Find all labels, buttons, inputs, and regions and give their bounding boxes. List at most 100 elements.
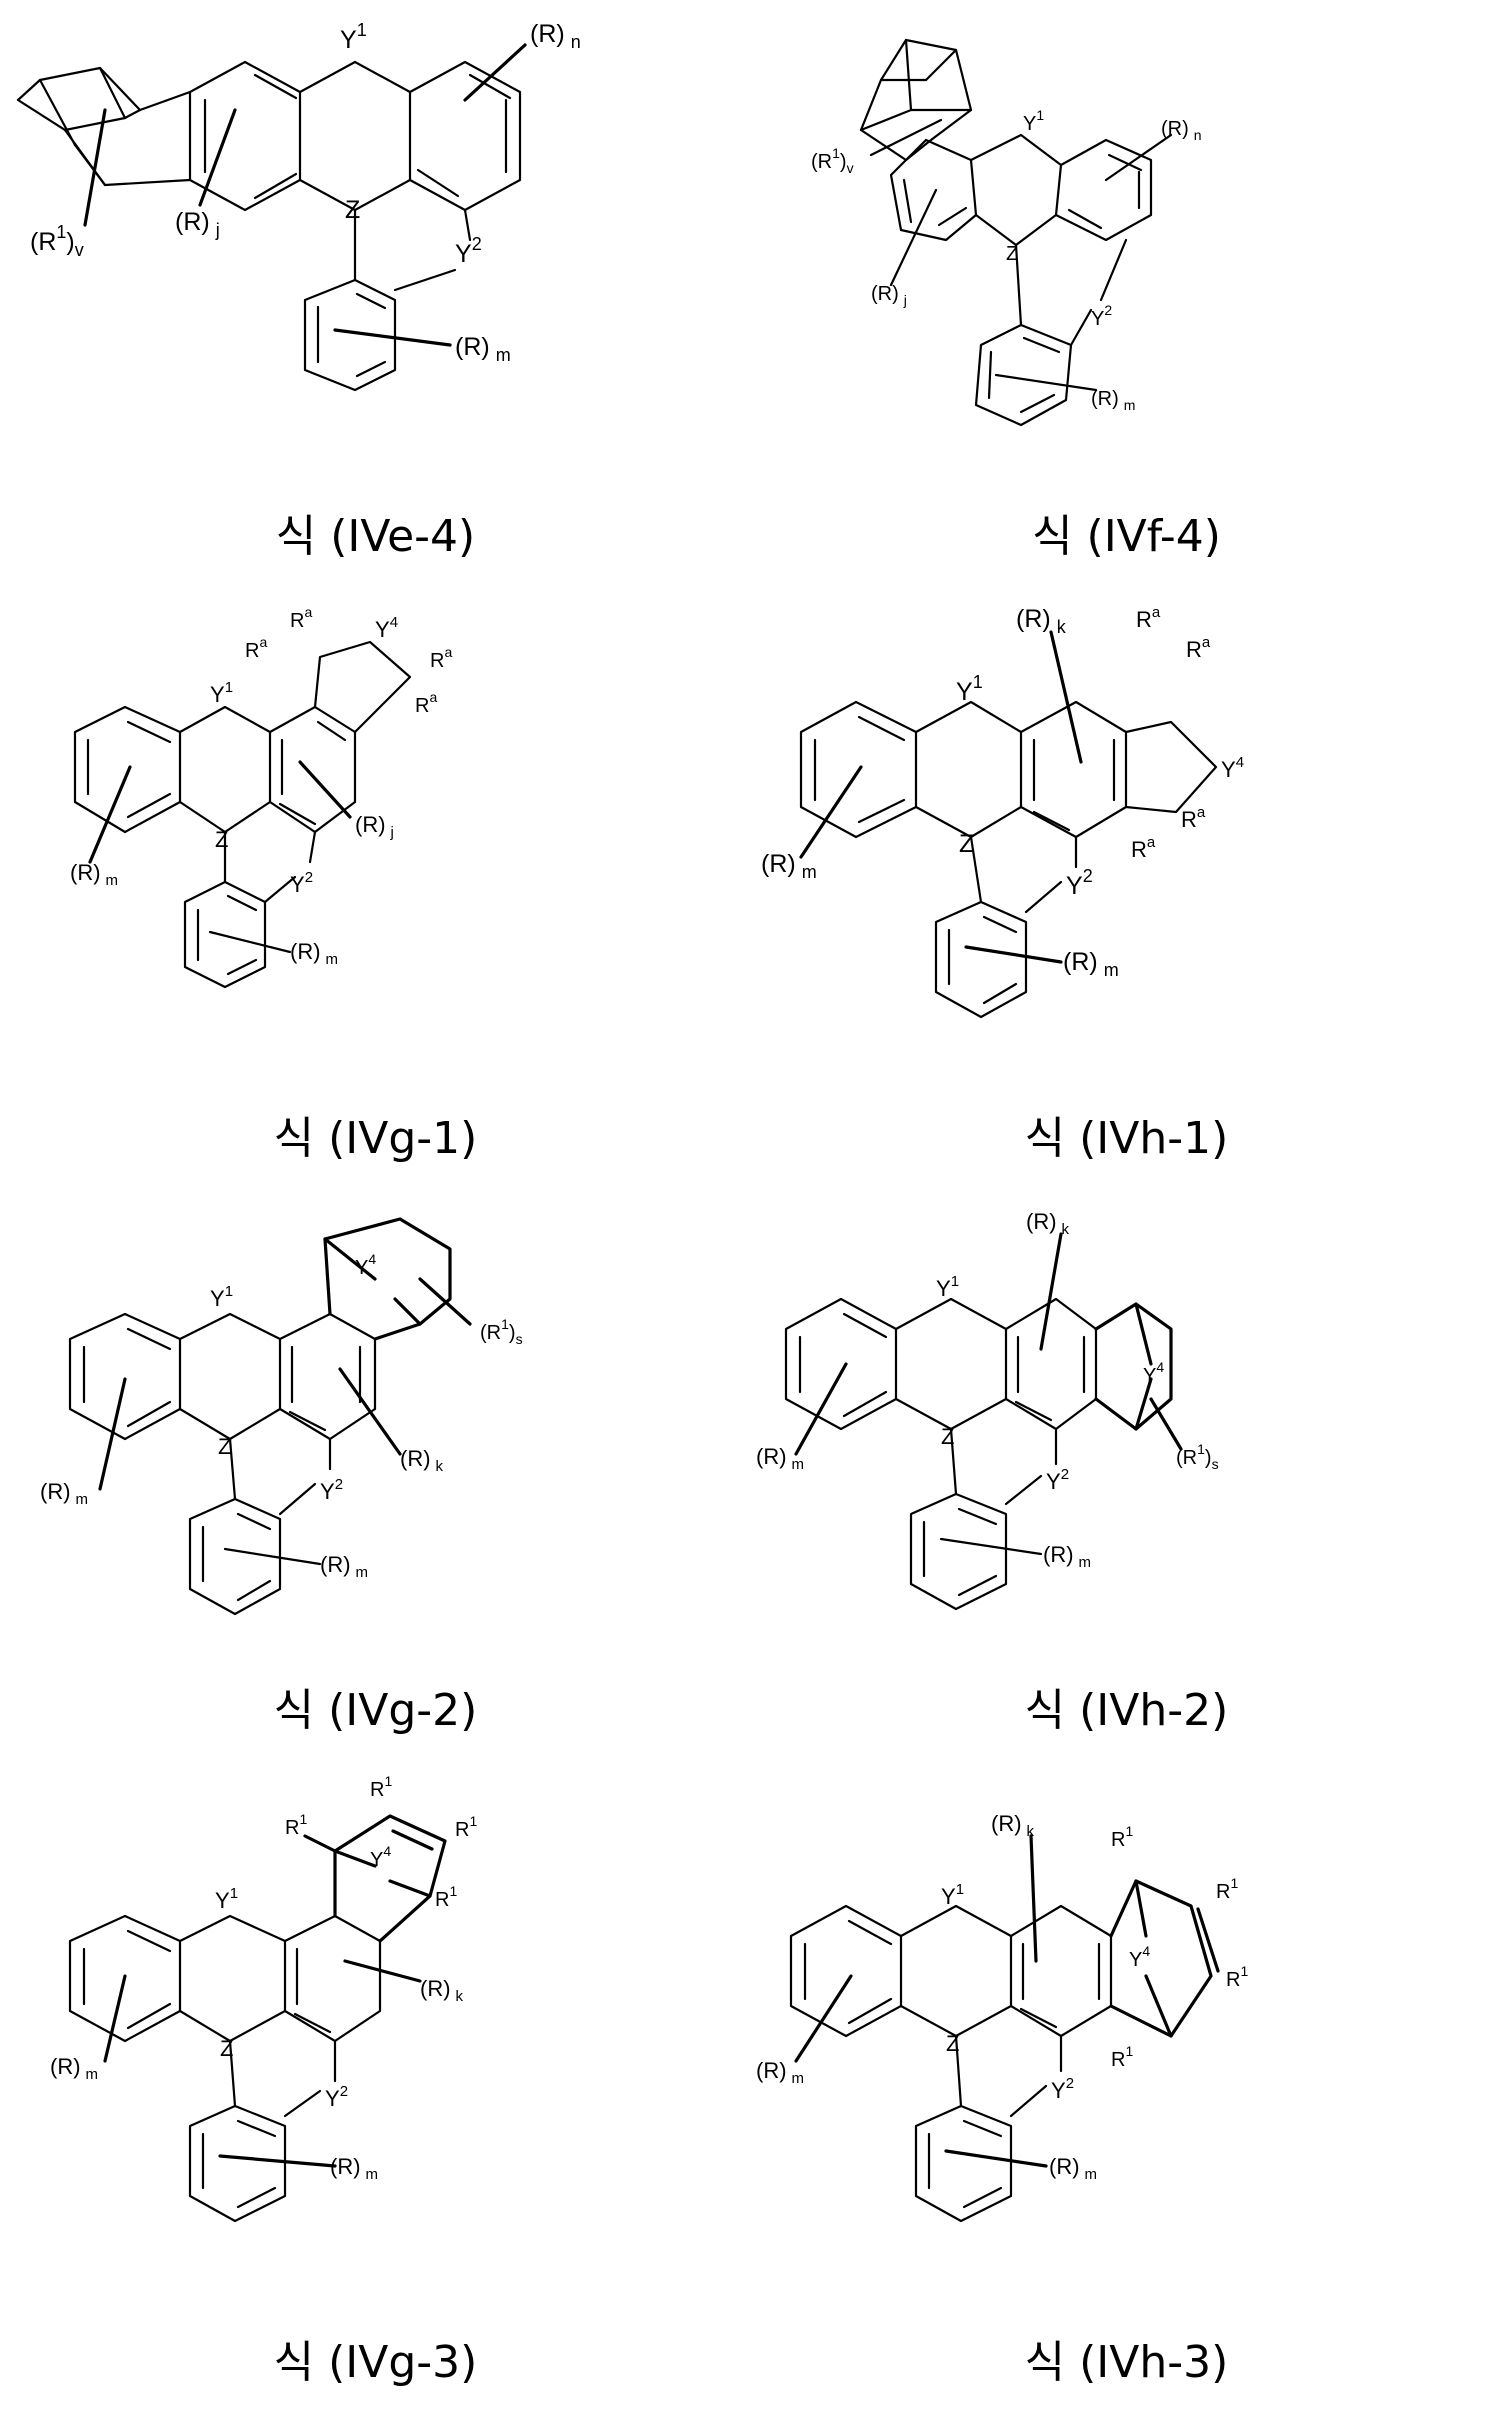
svg-text:(R)m: (R)m <box>1091 388 1135 413</box>
y1-label: Y <box>210 1286 225 1311</box>
y2-superscript: 2 <box>340 2083 348 2100</box>
rj-subscript: j <box>215 220 220 240</box>
r1-superscript-4: 1 <box>1125 2043 1133 2059</box>
svg-text:Y1: Y1 <box>340 20 367 54</box>
y1-superscript: 1 <box>956 1881 964 1898</box>
svg-text:Y1: Y1 <box>941 1881 964 1909</box>
r1-label-3: R <box>1226 1969 1240 1991</box>
svg-text:(R)m: (R)m <box>330 2154 378 2183</box>
r1-label-1: R <box>370 1779 384 1801</box>
ra-superscript-3: a <box>1197 804 1206 821</box>
rk-label: (R) <box>991 1811 1022 1836</box>
svg-text:Y2: Y2 <box>1051 2075 1074 2103</box>
svg-text:Z: Z <box>345 196 360 224</box>
svg-text:Y2: Y2 <box>455 234 482 268</box>
svg-text:(R)m: (R)m <box>50 2054 98 2083</box>
svg-text:(R)j: (R)j <box>355 812 394 841</box>
rn-subscript: n <box>1194 127 1202 143</box>
ra-superscript-2: a <box>1202 634 1211 651</box>
rm-subscript-2: m <box>1085 2166 1098 2183</box>
svg-text:R1: R1 <box>1216 1875 1238 1903</box>
y2-superscript: 2 <box>1104 302 1112 318</box>
svg-text:Y2: Y2 <box>320 1476 343 1504</box>
svg-text:(R)m: (R) m <box>40 1479 88 1508</box>
rk-label: (R) <box>420 1976 451 2001</box>
z-label: Z <box>1006 243 1018 265</box>
svg-text:(R)k: (R)k <box>991 1811 1035 1840</box>
svg-text:Z: Z <box>218 1434 231 1459</box>
svg-text:Y1: Y1 <box>936 1273 959 1301</box>
formula-caption: 식 (IVg-2) <box>0 1674 751 1738</box>
y2-label: Y <box>1046 1469 1061 1494</box>
y2-label: Y <box>325 2086 340 2111</box>
svg-text:Y2: Y2 <box>1066 866 1093 900</box>
y1-superscript: 1 <box>973 672 983 692</box>
ra-superscript-1: a <box>304 604 312 620</box>
ra-superscript-4: a <box>429 689 437 705</box>
r1v-close: ) <box>840 151 847 173</box>
rm-label-2: (R) <box>290 939 321 964</box>
y1-superscript: 1 <box>357 20 367 40</box>
rm-subscript-2: m <box>326 951 339 968</box>
rm-label-1: (R) <box>761 850 796 878</box>
y1-label: Y <box>956 678 973 706</box>
rm-label-1: (R) <box>40 1479 71 1504</box>
y2-superscript: 2 <box>1061 1466 1069 1483</box>
rm-subscript-1: m <box>792 1456 805 1473</box>
rk-subscript: k <box>456 1988 464 2005</box>
rm-subscript-1: m <box>802 862 817 882</box>
r1s-subscript: s <box>1212 1456 1219 1472</box>
r1v-superscript: 1 <box>832 145 840 161</box>
rk-label: (R) <box>1016 605 1051 633</box>
svg-text:Y1: Y1 <box>215 1885 238 1913</box>
structure-panel-IVh-2: Y1 Z Y2 Y4 (R1)s (R)k (R)m (R)m 식 (IVh-2… <box>751 1204 1502 1806</box>
r1s-label: (R <box>480 1322 501 1344</box>
y1-label: Y <box>1023 113 1036 135</box>
formula-caption: 식 (IVg-3) <box>0 2326 751 2390</box>
y4-superscript: 4 <box>1236 754 1244 771</box>
rm-label-1: (R) <box>756 1444 787 1469</box>
rj-label: (R) <box>355 812 386 837</box>
y4-superscript: 4 <box>368 1251 376 1267</box>
svg-text:Y4: Y4 <box>355 1251 376 1279</box>
svg-text:Z: Z <box>220 2036 233 2061</box>
rk-label: (R) <box>400 1446 431 1471</box>
ra-label-4: R <box>415 695 429 717</box>
svg-text:Ra: Ra <box>1131 834 1156 862</box>
svg-text:(R)m: (R) m <box>290 939 338 968</box>
rm-label-2: (R) <box>1049 2154 1080 2179</box>
svg-text:Y2: Y2 <box>1046 1466 1069 1494</box>
svg-text:(R)m: (R)m <box>455 333 511 365</box>
svg-text:(R)j: (R)j <box>871 283 907 308</box>
y2-label: Y <box>290 872 305 897</box>
y4-label: Y <box>355 1257 368 1279</box>
svg-text:(R)k: (R)k <box>1026 1209 1070 1238</box>
rj-label: (R) <box>175 208 210 236</box>
svg-text:Ra: Ra <box>1136 604 1161 632</box>
svg-text:(R)m: (R) m <box>756 1444 804 1473</box>
ra-superscript-3: a <box>444 644 452 660</box>
ra-superscript-1: a <box>1152 604 1161 621</box>
z-label: Z <box>215 827 228 852</box>
r1v-close: ) <box>66 228 74 256</box>
svg-text:R1: R1 <box>435 1883 457 1911</box>
svg-text:(R)j: (R)j <box>175 208 220 240</box>
rm-subscript-2: m <box>356 1564 369 1581</box>
svg-text:Ra: Ra <box>1181 804 1206 832</box>
svg-text:(R)k: (R)k <box>400 1446 444 1475</box>
rm-label-2: (R) <box>330 2154 361 2179</box>
rm-subscript-1: m <box>792 2070 805 2087</box>
svg-text:Ra: Ra <box>290 604 312 632</box>
r1-superscript-2: 1 <box>1230 1875 1238 1891</box>
svg-text:(R)n: (R)n <box>1161 118 1202 143</box>
r1-label-3: R <box>455 1819 469 1841</box>
svg-text:Ra: Ra <box>1186 634 1211 662</box>
y2-label: Y <box>320 1479 335 1504</box>
r1v-subscript: v <box>75 240 84 260</box>
y1-superscript: 1 <box>951 1273 959 1290</box>
r1v-superscript: 1 <box>56 222 66 242</box>
r1-superscript-2: 1 <box>299 1811 307 1827</box>
rm-subscript-1: m <box>76 1491 89 1508</box>
svg-text:Y4: Y4 <box>1143 1359 1164 1387</box>
svg-text:Y1: Y1 <box>1023 107 1044 135</box>
